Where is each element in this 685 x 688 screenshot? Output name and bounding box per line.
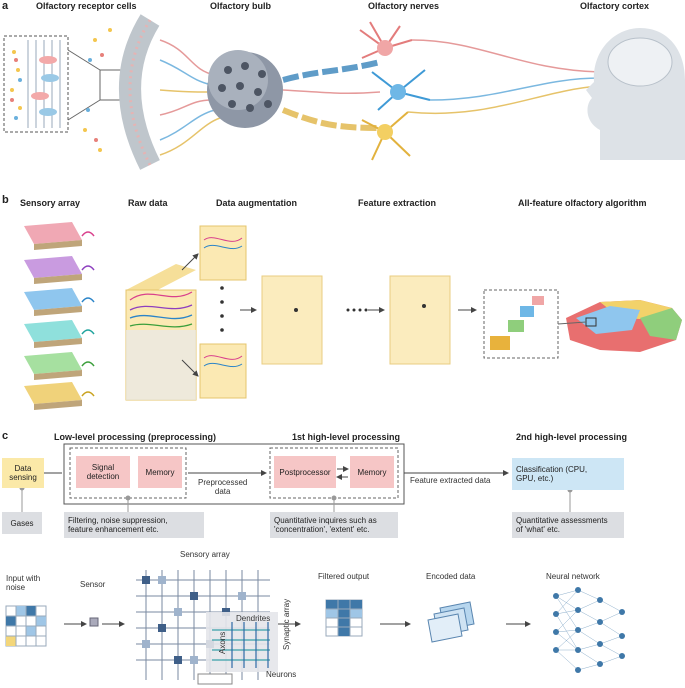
signal-detection-box: Signal detection bbox=[76, 456, 130, 488]
header-feature-extraction: Feature extraction bbox=[358, 198, 437, 208]
feature-extracted-data-label: Feature extracted data bbox=[410, 476, 491, 485]
classification-box: Classification (CPU, GPU, etc.) bbox=[512, 458, 624, 490]
panel-a-label: a bbox=[2, 0, 9, 12]
header-low-level-processing: Low-level processing (preprocessing) bbox=[54, 432, 217, 442]
sensory-array-label: Sensory array bbox=[180, 550, 230, 559]
panel-c-label: c bbox=[2, 430, 9, 442]
neurons-label: Neurons bbox=[266, 670, 297, 679]
header-sensory-array: Sensory array bbox=[20, 198, 81, 208]
memory-box-1: Memory bbox=[138, 456, 182, 488]
header-1st-high-level-processing: 1st high-level processing bbox=[292, 432, 401, 442]
postprocessor-box: Postprocessor bbox=[274, 456, 336, 488]
neural-network-label: Neural network bbox=[546, 572, 600, 581]
header-olfactory-nerves: Olfactory nerves bbox=[368, 1, 440, 11]
data-sensing-box: Data sensing bbox=[2, 458, 44, 488]
dendrites-label: Dendrites bbox=[236, 614, 271, 623]
filtered-output-label: Filtered output bbox=[318, 572, 370, 581]
gases-box: Gases bbox=[2, 512, 42, 534]
data-pipeline-illustration bbox=[24, 222, 682, 410]
assessment-note-box: Quantitative assessments of 'what' etc. bbox=[512, 512, 624, 538]
header-olfactory-receptor-cells: Olfactory receptor cells bbox=[36, 1, 137, 11]
panel-b-label: b bbox=[2, 194, 9, 206]
synaptic-array-label: Synaptic array bbox=[282, 598, 291, 650]
filtering-note-box: Filtering, noise suppression, feature en… bbox=[64, 512, 204, 538]
header-2nd-high-level-processing: 2nd high-level processing bbox=[516, 432, 628, 442]
header-raw-data: Raw data bbox=[128, 198, 168, 208]
header-all-feature-olfactory-algorithm: All-feature olfactory algorithm bbox=[518, 198, 647, 208]
header-olfactory-cortex: Olfactory cortex bbox=[580, 1, 650, 11]
olfactory-system-illustration bbox=[3, 14, 685, 170]
axons-label: Axons bbox=[218, 631, 227, 654]
encoded-data-label: Encoded data bbox=[426, 572, 476, 581]
sensor-label: Sensor bbox=[80, 580, 106, 589]
memory-box-2: Memory bbox=[350, 456, 394, 488]
header-data-augmentation: Data augmentation bbox=[216, 198, 298, 208]
preprocessed-data-label: Preprocessed data bbox=[198, 478, 248, 496]
input-with-noise-label: Input with noise bbox=[6, 574, 41, 592]
quantitative-note-box: Quantitative inquires such as 'concentra… bbox=[270, 512, 398, 538]
header-olfactory-bulb: Olfactory bulb bbox=[210, 1, 272, 11]
